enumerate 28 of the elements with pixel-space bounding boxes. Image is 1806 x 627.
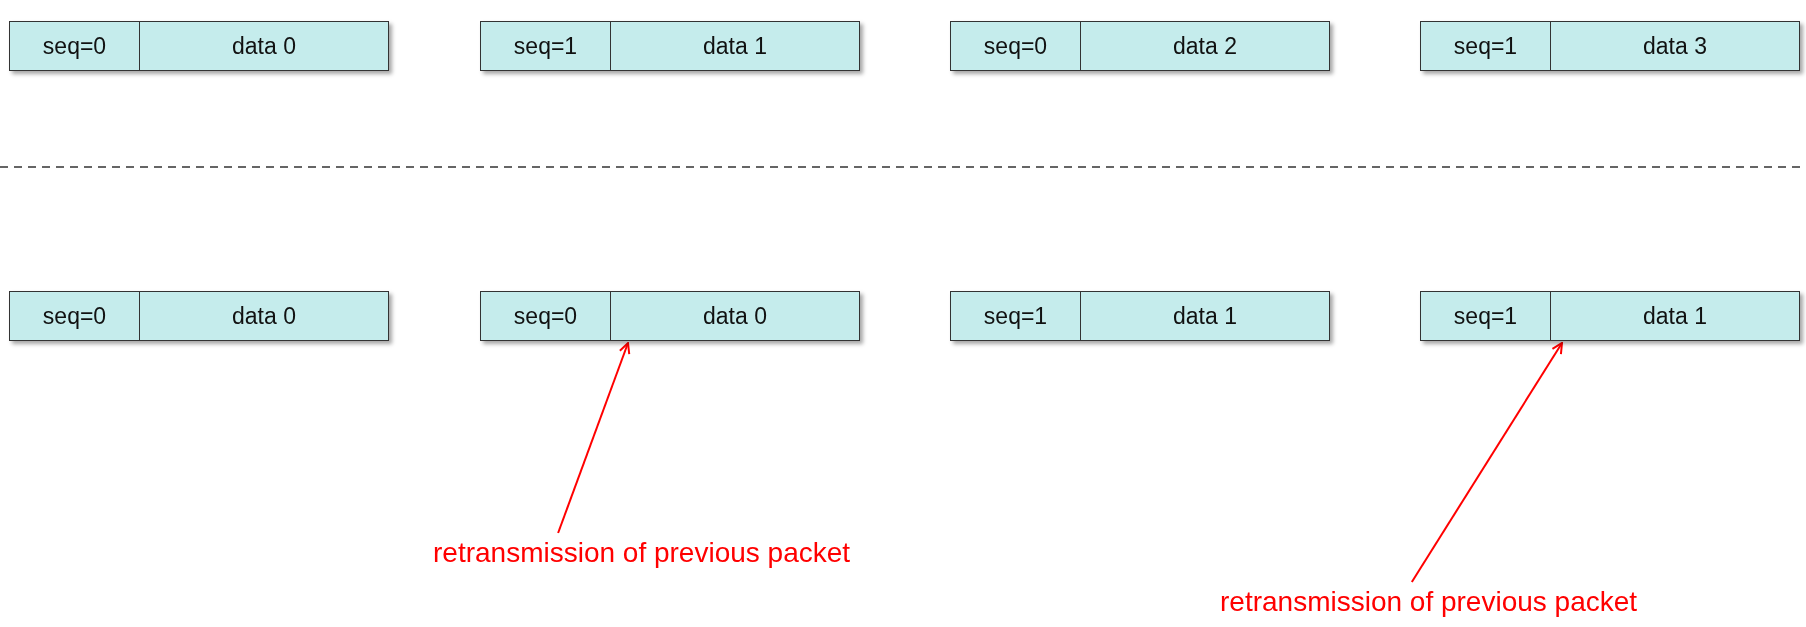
leader-arrow [557, 342, 631, 534]
payload-label: data 2 [1172, 31, 1238, 61]
sequence-number: seq=1 [951, 292, 1081, 340]
packet-box [950, 291, 1330, 341]
sequence-number: seq=0 [10, 292, 140, 340]
packet-box [9, 291, 389, 341]
payload-label: data 0 [702, 301, 768, 331]
payload-label: data 0 [231, 301, 297, 331]
packet-box [480, 21, 860, 71]
packet-box [1420, 291, 1800, 341]
payload-label: data 0 [231, 31, 297, 61]
sequence-number: seq=1 [1421, 22, 1551, 70]
packet-box [9, 21, 389, 71]
payload-label: data 1 [1172, 301, 1238, 331]
sequence-number: seq=0 [10, 22, 140, 70]
leader-arrow [1410, 342, 1563, 583]
annotation-text: retransmission of previous packet [1220, 586, 1638, 618]
sequence-number: seq=0 [951, 22, 1081, 70]
payload-label: data 1 [1642, 301, 1708, 331]
sequence-number: seq=0 [481, 292, 611, 340]
payload-label: data 3 [1642, 31, 1708, 61]
packet-box [1420, 21, 1800, 71]
sequence-number: seq=1 [481, 22, 611, 70]
packet-box [480, 291, 860, 341]
packet-box [950, 21, 1330, 71]
payload-label: data 1 [702, 31, 768, 61]
annotation-text: retransmission of previous packet [433, 537, 851, 569]
sequence-number: seq=1 [1421, 292, 1551, 340]
